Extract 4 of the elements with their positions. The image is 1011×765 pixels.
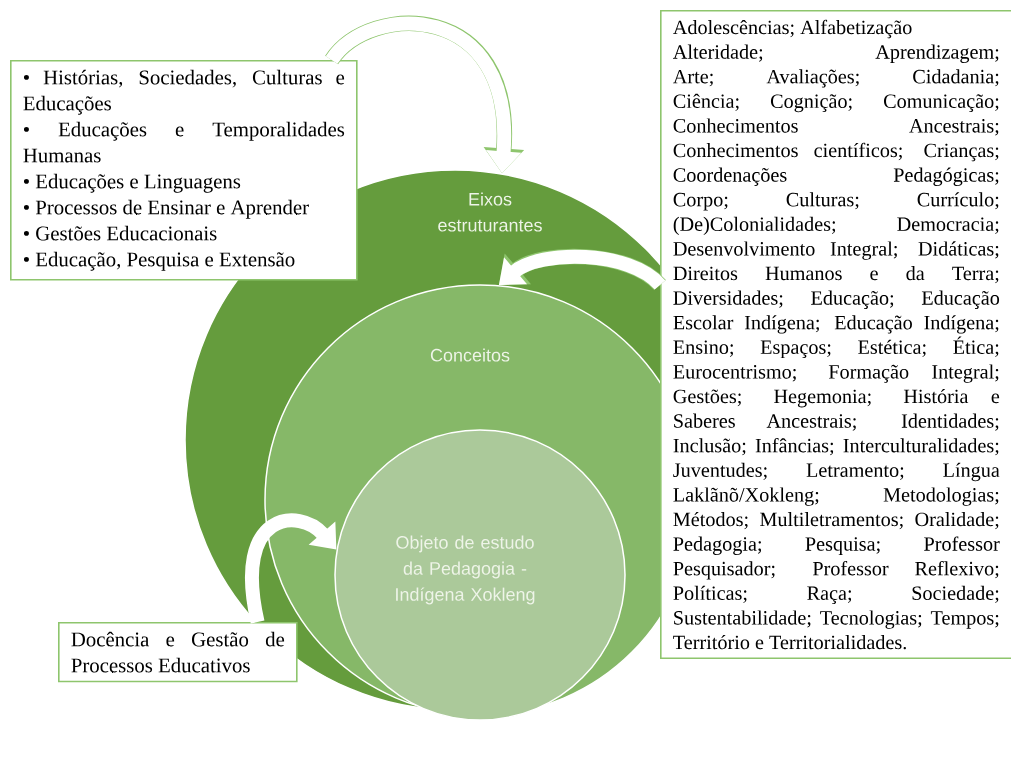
concept-list-box: Adolescências; Alfabetização Alteridade; Aprendizagem; Arte; Avaliações; Cidadania; Ciência; Cognição; Comunicação; Conhecimentos Ancestrais; Conhecimentos científicos; Crianças; Coordenações Pedagógicas; Corpo; Culturas; Currículo; (De)Colonialidades; Democracia; Desenvolvimento Integral; Didáticas; Direitos Humanos e da Terra; Diversidades; Educação; Educação Escolar Indígena; Educação Indígena; Ensino; Espaços; Estética; Ética; Eurocentrismo; Formação Integral; Gestões; Hegemonia; História e Saberes Ancestrais; Identidades; Inclusão; Infâncias; Interculturalidades; Juventudes; Letramento; Língua Laklãnõ/Xokleng; Metodologias; Métodos; Multiletramentos; Oralidade; Pedagogia; Pesquisa; Professor Pesquisador; Professor Reflexivo; Políticas; Raça; Sociedade; Sustentabilidade; Tecnologias; Tempos; Território e Territorialidades. [660, 10, 1011, 660]
topic-list-box: • Histórias, Sociedades, Culturas e Educações • Educações e Temporalidades Humanas • Educações e Linguagens • Processos de Ensinar e Aprender • Gestões Educacionais • Educação, Pesquisa e Extensão [10, 60, 358, 281]
block-arrow [244, 513, 337, 624]
practice-box: Docência e Gestão de Processos Educativos [58, 622, 298, 683]
